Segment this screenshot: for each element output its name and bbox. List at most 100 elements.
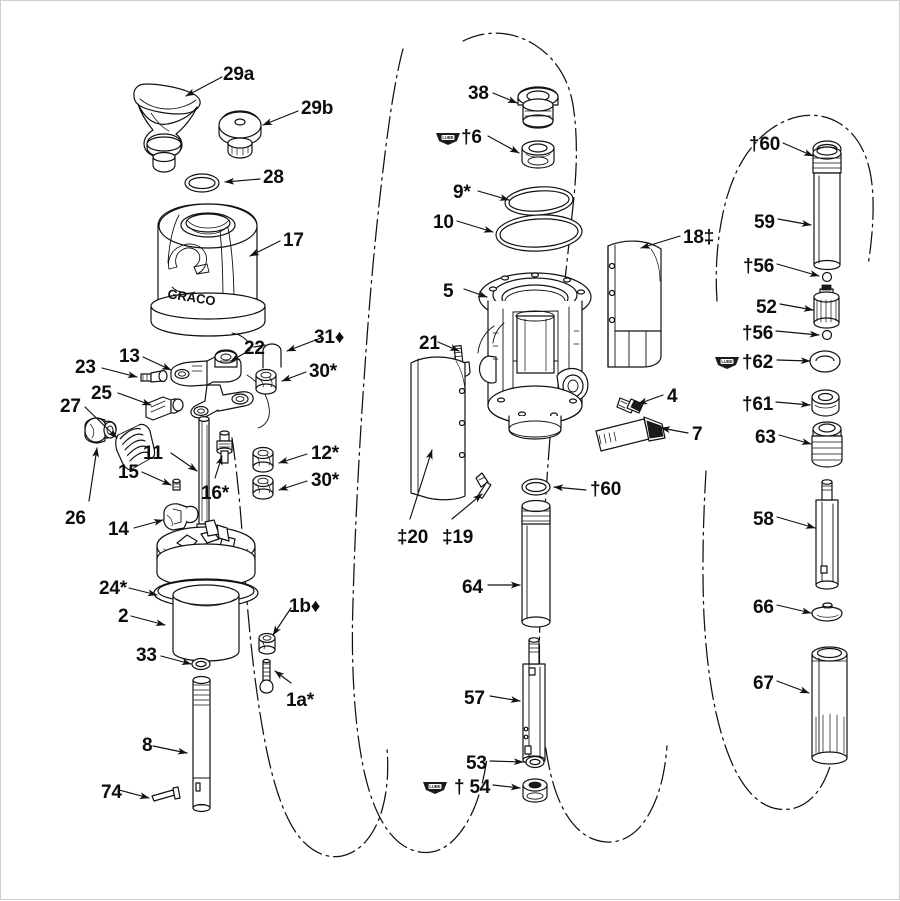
callout-29a: 29a	[223, 64, 255, 85]
svg-text:LUBE: LUBE	[721, 359, 732, 364]
callout-4: 4	[667, 386, 678, 407]
callout-28: 28	[263, 167, 284, 188]
part-pump-top	[156, 519, 256, 588]
part-67-tube	[811, 646, 848, 765]
callout-2: 2	[118, 606, 129, 627]
group-boundary-right	[702, 114, 874, 811]
group-boundary-left	[231, 437, 389, 858]
part-60-mid-oring	[521, 478, 551, 496]
part-19-screw	[475, 472, 492, 499]
callout-60-right: †60	[749, 134, 781, 155]
callout-64: 64	[462, 577, 483, 598]
lube-badge-icon: LUBE	[435, 132, 461, 145]
part-15-screw	[172, 478, 181, 491]
callout-38: 38	[468, 83, 489, 104]
part-54-seal	[522, 778, 548, 803]
callout-22: 22	[244, 338, 265, 359]
lube-badge-icon: LUBE	[714, 356, 740, 369]
callout-8: 8	[142, 735, 153, 756]
callout-20: ‡20	[397, 527, 429, 548]
lube-badge-icon: LUBE	[422, 781, 448, 794]
callout-29b: 29b	[301, 98, 334, 119]
leader-lines	[84, 76, 820, 799]
callout-67: 67	[753, 673, 774, 694]
part-22-clip	[262, 343, 282, 369]
callout-57: 57	[464, 688, 485, 709]
part-30-lower	[252, 474, 274, 500]
callout-7: 7	[692, 424, 703, 445]
callout-56-lower: †56	[742, 323, 774, 344]
callout-59: 59	[754, 212, 775, 233]
callout-30-upper: 30*	[309, 361, 337, 382]
callout-5: 5	[443, 281, 454, 302]
part-64-tube	[521, 499, 551, 628]
part-59-cylinder	[812, 146, 842, 271]
part-33-oring	[191, 657, 211, 671]
callout-15: 15	[118, 462, 139, 483]
part-17: GRACO	[150, 203, 266, 337]
part-9-oring	[504, 186, 574, 216]
part-38-bushing	[517, 86, 559, 129]
callout-1a: 1a*	[286, 690, 314, 711]
callout-9: 9*	[453, 182, 471, 203]
callout-61: †61	[742, 394, 774, 415]
callout-52: 52	[756, 297, 777, 318]
part-27-spring	[115, 423, 156, 471]
callout-10: 10	[433, 212, 454, 233]
part-13-bracket	[170, 349, 254, 419]
callout-31: 31♦	[314, 327, 345, 348]
part-52-seat	[813, 284, 840, 329]
callout-30-lower: 30*	[311, 470, 339, 491]
callout-66: 66	[753, 597, 774, 618]
part-58-rod	[815, 479, 839, 590]
callout-19: ‡19	[442, 527, 474, 548]
part-56-upper-ball	[821, 271, 833, 283]
part-29b	[218, 110, 262, 159]
graco-logo-mark: GRACO	[167, 243, 217, 309]
part-8-rod	[192, 675, 211, 813]
callout-24: 24*	[99, 578, 127, 599]
svg-text:LUBE: LUBE	[442, 135, 453, 140]
part-18-shield	[607, 240, 662, 368]
part-2-cylinder	[172, 584, 240, 662]
part-7-bolt	[595, 416, 666, 452]
callout-13: 13	[119, 346, 140, 367]
part-16-fitting	[216, 430, 233, 464]
part-29a	[133, 83, 201, 173]
part-57-rod	[522, 637, 546, 765]
part-1b-nut	[258, 632, 276, 655]
callout-21: 21	[419, 333, 440, 354]
part-30-upper	[255, 368, 277, 395]
callout-16: 16*	[201, 483, 229, 504]
part-66-valve-stop	[811, 602, 843, 622]
callout-26: 26	[65, 508, 86, 529]
callout-60-mid: †60	[590, 479, 622, 500]
part-62-packing	[809, 350, 841, 373]
part-74-pin	[151, 786, 181, 802]
part-4-screw	[616, 397, 644, 414]
part-61-gland	[811, 389, 840, 417]
callout-58: 58	[753, 509, 774, 530]
part-25-fitting	[145, 396, 184, 421]
svg-text:GRACO: GRACO	[167, 286, 217, 308]
callout-14: 14	[108, 519, 129, 540]
svg-text:LUBE: LUBE	[429, 784, 440, 789]
callout-6: †6	[461, 127, 482, 148]
part-28	[184, 173, 220, 193]
callout-25: 25	[91, 383, 112, 404]
part-10-oring	[495, 214, 583, 252]
part-63-nut	[811, 421, 843, 468]
callout-1b: 1b♦	[289, 596, 321, 617]
callout-74: 74	[101, 782, 122, 803]
part-1a-screw	[259, 658, 274, 694]
part-23-fitting	[140, 369, 168, 383]
part-56-lower-ball	[821, 329, 833, 341]
part-12-nut	[252, 446, 274, 473]
callout-23: 23	[75, 357, 96, 378]
part-5-housing	[478, 272, 592, 440]
callout-54: † 54	[454, 777, 491, 798]
callout-12: 12*	[311, 443, 339, 464]
callout-11: 11	[143, 443, 163, 464]
